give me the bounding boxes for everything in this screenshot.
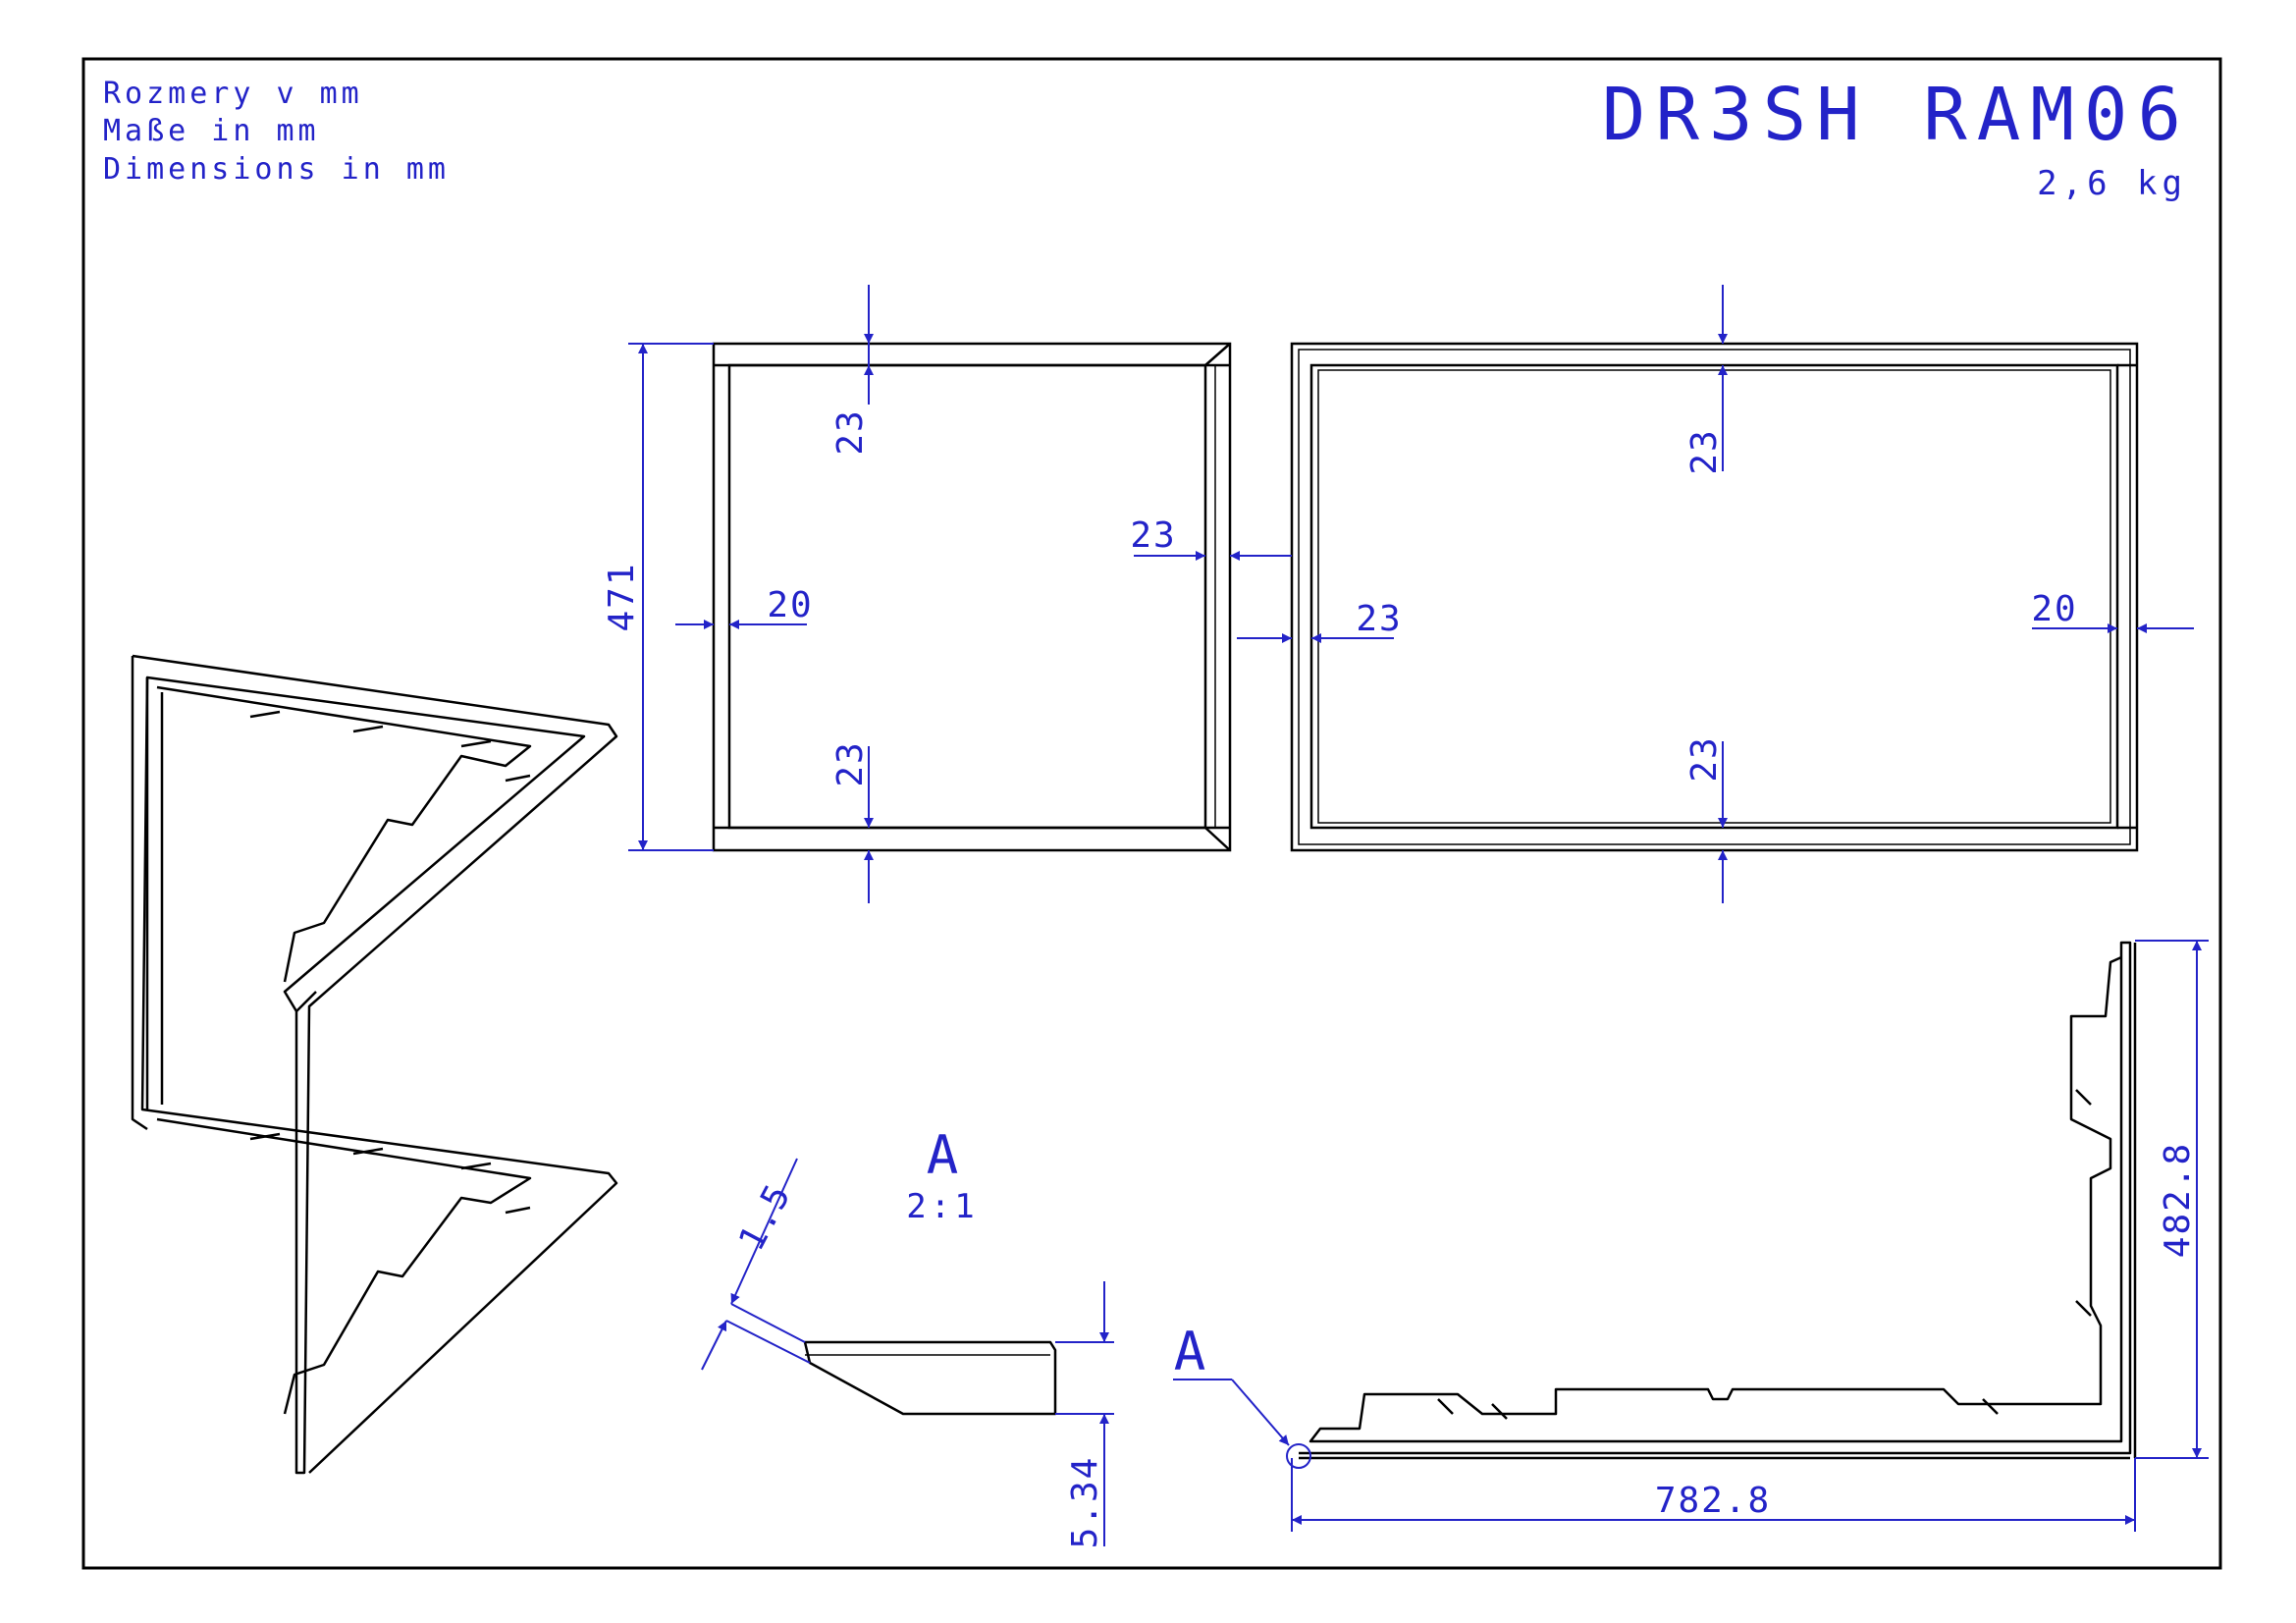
dim-profile-width: 782.8 [1655,1481,1771,1521]
right-frame-view [1290,342,2139,852]
detail-a-view [803,1340,1057,1416]
detail-label: A [927,1124,959,1186]
dim-detail-thickness: 1.5 [731,1177,800,1258]
dimension-lines [628,285,2209,1546]
detail-a-marker [1286,1443,1311,1469]
l-profile-view [1286,941,2137,1469]
detail-scale: 2:1 [906,1187,978,1226]
dim-gap-upper: 23 [1130,515,1176,556]
dim-gap-lower: 23 [1356,599,1402,639]
part-weight: 2,6 kg [2037,164,2187,203]
dim-left-side-flange: 20 [767,585,813,625]
dim-right-side-flange: 20 [2031,589,2077,629]
dimension-labels: 471 23 23 20 23 23 23 23 20 482.8 782.8 … [602,408,2198,1548]
dim-left-bottom-flange: 23 [830,740,871,786]
dim-left-top-flange: 23 [830,408,871,455]
dim-detail-height: 5.34 [1065,1456,1105,1549]
title-block: Rozmery v mm Maße in mm Dimensions in mm… [103,73,2191,203]
detail-callout-label: A [1174,1321,1206,1382]
dim-right-top-flange: 23 [1684,428,1725,474]
units-note-sk: Rozmery v mm [103,77,363,111]
detail-a-label: A 2:1 A [906,1124,1205,1382]
part-code: DR3SH RAM06 [1602,73,2191,157]
units-note-de: Maße in mm [103,114,320,148]
dim-profile-height: 482.8 [2158,1142,2198,1258]
sheet-border [81,57,2222,1570]
units-note-en: Dimensions in mm [103,152,450,187]
isometric-frame-view [131,654,618,1475]
dim-right-bottom-flange: 23 [1684,735,1725,782]
left-frame-view [712,342,1232,852]
dim-left-height: 471 [602,562,642,631]
